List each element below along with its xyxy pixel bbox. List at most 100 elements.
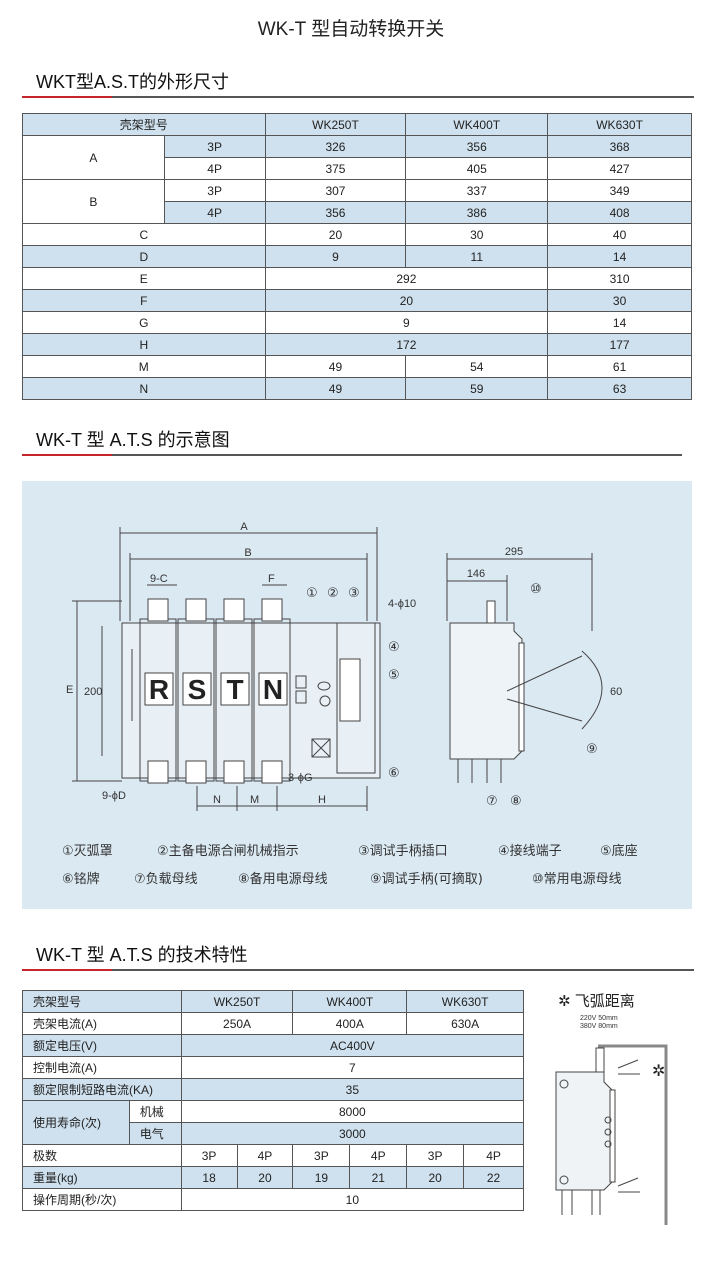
cell: 356 [405, 135, 549, 158]
specs-table: 壳架型号 WK250T WK400T WK630T 壳架电流(A) 250A 4… [22, 990, 525, 1211]
row-label: B [22, 179, 165, 224]
row-label: 操作周期(秒/次) [22, 1188, 182, 1211]
dim-f-label: F [268, 573, 275, 585]
cell: 386 [405, 201, 549, 224]
table-row: D 9 11 14 [22, 245, 692, 268]
table-row: 操作周期(秒/次) 10 [22, 1188, 525, 1211]
dim-b-label: B [244, 547, 251, 559]
flyarc-title-text: 飞弧距离 [574, 993, 635, 1010]
cell: 30 [547, 289, 692, 312]
dim-146-label: 146 [467, 568, 485, 580]
cell: 349 [547, 179, 692, 202]
dim-n-label: N [213, 794, 221, 806]
cell: 172 [264, 333, 549, 356]
table-row: 重量(kg) 18 20 19 21 20 22 [22, 1166, 524, 1189]
section-title: WK-T 型 A.T.S 的示意图 [36, 430, 230, 450]
header-cell: WK250T [180, 990, 294, 1013]
legend-item: ⑨调试手柄(可摘取) [370, 871, 483, 887]
row-label: A [22, 135, 165, 180]
cell: 292 [264, 267, 549, 290]
cell: 30 [405, 223, 549, 246]
legend-item: ①灭弧罩 [62, 844, 113, 859]
section-rule [22, 969, 694, 971]
row-label: G [22, 311, 266, 334]
table-row: 4P 375 405 427 [22, 157, 692, 180]
cell: 3P [163, 135, 266, 158]
section-rule [22, 454, 682, 456]
cell: 20 [264, 289, 549, 312]
row-label: 极数 [22, 1144, 182, 1167]
legend-item: ⑧备用电源母线 [238, 871, 328, 887]
table-row: 额定限制短路电流(KA) 35 [22, 1078, 525, 1101]
cell: 307 [264, 179, 407, 202]
callout-2: ② [327, 586, 339, 601]
section-title: WKT型A.S.T的外形尺寸 [36, 72, 229, 92]
section-rule [22, 96, 694, 98]
cell: 14 [547, 311, 692, 334]
schematic-diagram: A B 9-C F 4-ϕ10 E 200 9-ϕD 3-ϕG N M H 29… [22, 481, 692, 909]
section-title: WK-T 型 A.T.S 的技术特性 [36, 945, 248, 965]
row-label: 控制电流(A) [22, 1056, 182, 1079]
cell: 8000 [180, 1100, 525, 1123]
legend-item: ③调试手柄插口 [358, 844, 448, 859]
table-row: M 49 54 61 [22, 355, 692, 378]
section-specs-header: WK-T 型 A.T.S 的技术特性 [22, 943, 694, 971]
legend-item: ⑤底座 [600, 843, 638, 859]
dim-9c-label: 9-C [150, 573, 168, 585]
dim-60-label: 60 [610, 686, 622, 698]
dim-m-label: M [250, 794, 259, 806]
header-cell: 壳架型号 [22, 113, 266, 136]
row-label: N [22, 377, 266, 400]
legend-item: ②主备电源合闸机械指示 [157, 843, 299, 859]
header-cell: WK400T [405, 113, 549, 136]
row-label: 重量(kg) [22, 1166, 182, 1189]
table-row: E 292 310 [22, 267, 692, 290]
row-label: D [22, 245, 266, 268]
cell: 4P [463, 1144, 524, 1167]
flyarc-title: ✲ 飞弧距离 [558, 990, 635, 1011]
cell: 368 [547, 135, 692, 158]
pole-letter-s: S [188, 674, 207, 705]
cell: 337 [405, 179, 549, 202]
row-label: 额定限制短路电流(KA) [22, 1078, 182, 1101]
table-row: C 20 30 40 [22, 223, 692, 246]
table-row: 额定电压(V) AC400V [22, 1034, 525, 1057]
schematic-drawing: A B 9-C F 4-ϕ10 E 200 9-ϕD 3-ϕG N M H 29… [62, 521, 638, 887]
row-label: 使用寿命(次) [22, 1100, 130, 1145]
header-cell: 壳架型号 [22, 990, 182, 1013]
table-row: 控制电流(A) 7 [22, 1056, 525, 1079]
star-icon: ✲ [652, 1063, 665, 1080]
cell: 11 [405, 245, 549, 268]
row-label: 壳架电流(A) [22, 1012, 182, 1035]
flyarc-figure: 220V 50mm 380V 80mm ✲ [555, 1015, 668, 1225]
cell: 40 [547, 223, 692, 246]
cell: 63 [547, 377, 692, 400]
cell: 20 [264, 223, 407, 246]
table-row: F 20 30 [22, 289, 692, 312]
table-row: A 3P 326 356 368 [22, 135, 692, 180]
table-row: N 49 59 63 [22, 377, 692, 400]
cell: 177 [547, 333, 692, 356]
dim-4phi10-label: 4-ϕ10 [388, 598, 416, 610]
dim-200-label: 200 [84, 686, 102, 698]
section-dimensions-header: WKT型A.S.T的外形尺寸 [22, 70, 694, 98]
cell: 49 [264, 355, 407, 378]
cell: 18 [180, 1166, 238, 1189]
cell: 10 [180, 1188, 525, 1211]
table-row: G 9 14 [22, 311, 692, 334]
callout-1: ① [306, 586, 318, 601]
table-row: 极数 3P 4P 3P 4P 3P 4P [22, 1144, 524, 1167]
flyarc-line1: 220V 50mm [580, 1015, 618, 1022]
dimensions-table: 壳架型号 WK250T WK400T WK630T A 3P 326 356 3… [22, 113, 692, 400]
header-cell: WK400T [292, 990, 408, 1013]
table-row: H 172 177 [22, 333, 692, 356]
cell: 20 [236, 1166, 294, 1189]
callout-4: ④ [388, 640, 400, 655]
cell: 59 [405, 377, 549, 400]
sub-label: 电气 [128, 1122, 182, 1145]
legend-item: ⑥铭牌 [62, 871, 100, 887]
dim-9phid-label: 9-ϕD [102, 790, 126, 802]
cell: AC400V [180, 1034, 525, 1057]
row-label: 额定电压(V) [22, 1034, 182, 1057]
header-cell: WK630T [547, 113, 692, 136]
